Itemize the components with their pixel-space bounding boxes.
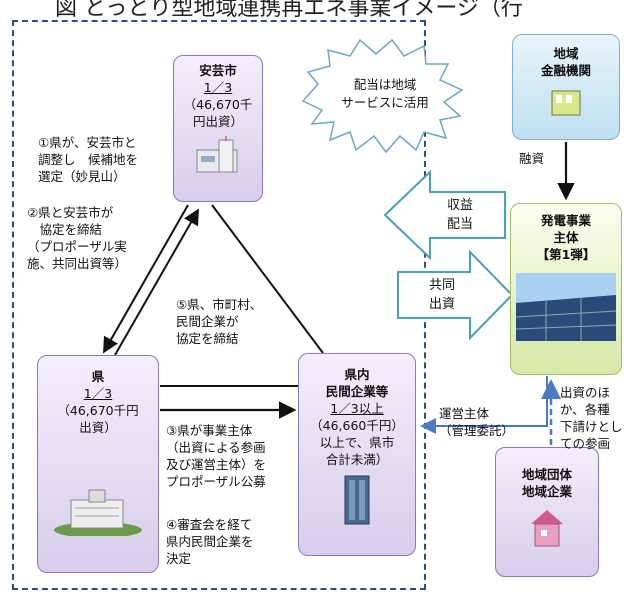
cloud-line1: 配当は地域 — [353, 77, 417, 92]
city-hall-icon — [196, 136, 238, 173]
company-box: 県内 民間企業等 1／3以上 （46,660千円） 以上で、県市 合計未満） — [298, 353, 416, 556]
company-amount: （46,660千円） — [310, 418, 404, 433]
dividend-arrow — [383, 169, 506, 261]
company-line5: 合計未満） — [325, 452, 389, 467]
aki-city-share: 1／3 — [203, 80, 233, 95]
aki-city-box: 安芸市 1／3 （46,670千 円出資） — [173, 55, 263, 202]
gen-line2: 主体 — [553, 230, 579, 245]
step5-note: ⑤県、市町村、 民間企業が 協定を締結 — [176, 297, 263, 346]
aki-city-name: 安芸市 — [199, 63, 237, 78]
bank-line1: 地域 — [553, 46, 579, 61]
invest-arrow — [397, 249, 514, 341]
cloud-text: 配当は地域 サービスに活用 — [325, 76, 445, 112]
other-participation-note: 出資のほ か、各種 下請けとし ての参画 — [560, 385, 623, 451]
prefecture-box: 県 1／3 （46,670千円 出資） — [37, 355, 159, 573]
cloud-line2: サービスに活用 — [341, 95, 429, 110]
company-share: 1／3以上 — [330, 401, 384, 416]
step3-note: ③県が事業主体 （出資による参画 及び運営主体）を プロポーザル公募 — [166, 423, 267, 489]
prefecture-share: 1／3 — [83, 386, 113, 401]
prefecture-name: 県 — [91, 369, 105, 384]
aki-to-ken-arrow — [103, 204, 189, 354]
gen-line1: 発電事業 — [540, 213, 591, 228]
invest-label: 共同 出資 — [428, 278, 455, 312]
prefecture-amount: （46,670千円 — [57, 403, 139, 418]
company-line1: 県内 — [344, 367, 370, 382]
local-line1: 地域団体 — [521, 467, 572, 482]
bank-line2: 金融機関 — [540, 63, 591, 78]
speech-cloud — [301, 38, 464, 154]
aki-company-line — [211, 204, 324, 354]
bank-box: 地域 金融機関 — [512, 34, 620, 140]
aki-city-amount2: 円出資） — [192, 114, 243, 129]
company-line4: 以上で、県市 — [319, 435, 395, 450]
step4-note: ④審査会を経て 県内民間企業を 決定 — [166, 517, 254, 566]
finance-note: 融資 — [519, 151, 545, 166]
operation-note: 運営主体 （管理委託） — [439, 406, 515, 438]
prefectural-office-icon — [54, 489, 142, 538]
solar-panel-icon — [515, 273, 617, 341]
generation-entity-box: 発電事業 主体 【第1弾】 — [510, 203, 622, 375]
step1-note: ①県が、安芸市と 調整し 候補地を 選定（妙見山） — [38, 135, 139, 184]
aki-city-amount: （46,670千 — [183, 97, 253, 112]
dividend-label: 収益 配当 — [446, 198, 473, 232]
local-line2: 地域企業 — [521, 484, 572, 499]
step2-note: ②県と安芸市が 協定を締結 （プロポーザル実 施、共同出資等） — [27, 205, 128, 271]
gen-line3: 【第1弾】 — [536, 247, 596, 262]
page-title: 図 とっとり型地域連携再エネ事業イメージ（行 — [55, 0, 523, 21]
prefecture-amount2: 出資） — [79, 420, 117, 435]
ken-to-aki-arrow — [114, 208, 199, 356]
office-tower-icon — [344, 475, 370, 525]
local-org-box: 地域団体 地域企業 — [495, 447, 599, 577]
local-house-icon — [531, 510, 563, 547]
company-line2: 民間企業等 — [325, 384, 389, 399]
bank-building-icon — [551, 90, 581, 116]
